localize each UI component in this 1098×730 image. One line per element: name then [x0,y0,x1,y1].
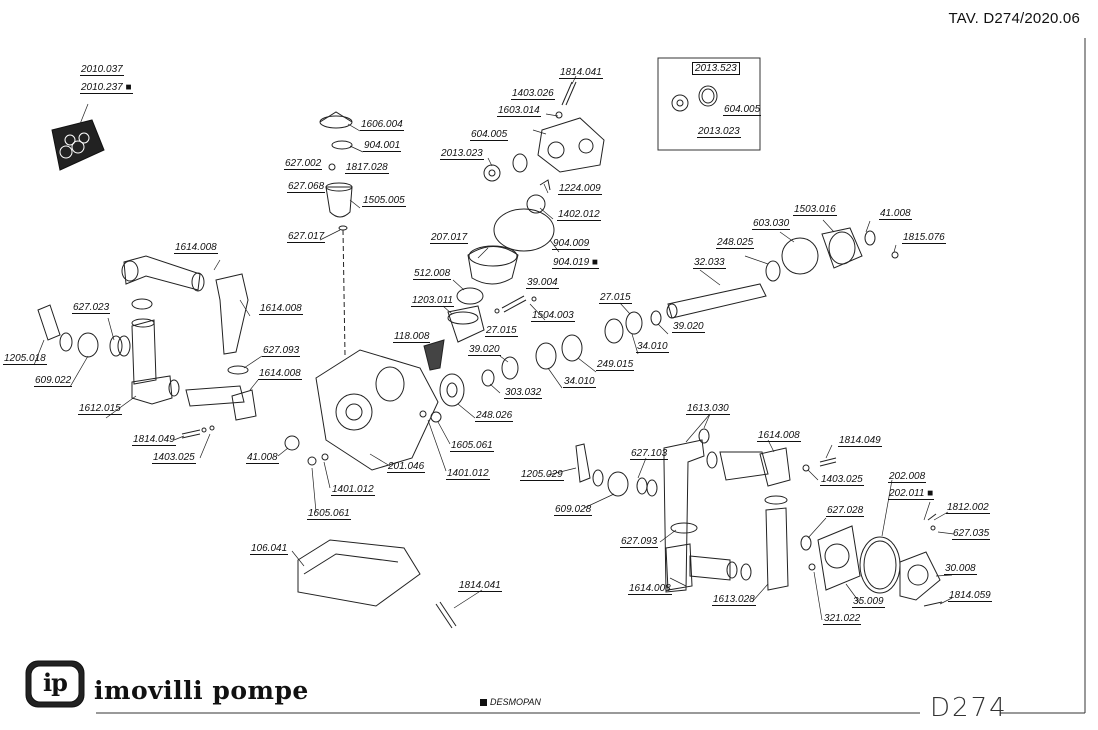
part-label: 1814.041 [458,580,502,592]
part-label: 627.035 [952,528,991,540]
brand-logo-text: ip [43,668,68,697]
part-label: 1614.008 [259,303,303,315]
part-label: 627.093 [620,536,659,548]
part-label: 627.103 [630,448,669,460]
part-label: 248.025 [716,237,755,249]
part-label: 1614.008 [628,583,672,595]
part-label: 1815.076 [902,232,946,244]
part-label: 609.028 [554,504,593,516]
drawing-number: D274 [930,693,1008,723]
part-label: 604.005 [723,104,762,116]
part-label: 207.017 [430,232,469,244]
part-label: 627.017 [287,231,326,243]
part-label: 904.009 [552,238,591,250]
part-label: 41.008 [879,208,912,220]
part-label: 202.008 [888,471,927,483]
part-label: 1612.015 [78,403,122,415]
part-label: 1605.061 [450,440,494,452]
part-label: 202.011 ■ [888,488,935,500]
part-label: 1814.041 [559,67,603,79]
part-label: 27.015 [599,292,632,304]
part-label: 1205.029 [520,469,564,481]
legend: DESMOPAN [480,697,541,707]
part-label: 41.008 [246,452,279,464]
kit-box-title: 2013.523 [692,62,740,75]
part-label: 27.015 [485,325,518,337]
part-label: 1603.014 [497,105,541,117]
part-label: 1613.030 [686,403,730,415]
part-label: 1224.009 [558,183,602,195]
part-label: 248.026 [475,410,514,422]
part-label: 201.046 [387,461,426,473]
part-label: 1403.025 [152,452,196,464]
part-label: 627.023 [72,302,111,314]
part-label: 904.019 ■ [552,257,599,269]
part-label: 303.032 [504,387,543,399]
part-label: 1605.061 [307,508,351,520]
part-label: 604.005 [470,129,509,141]
part-label: 1817.028 [345,162,389,174]
part-label: 39.020 [468,344,501,356]
part-label: 1205.018 [3,353,47,365]
part-label: 1814.049 [838,435,882,447]
part-label: 32.033 [693,257,726,269]
part-label: 1613.028 [712,594,756,606]
part-label: 1203.011 [411,295,454,307]
part-label: 904.001 [363,140,402,152]
part-label: 627.002 [284,158,323,170]
part-label: 1606.004 [360,119,404,131]
part-label: 1402.012 [557,209,601,221]
part-label: 2013.023 [440,148,484,160]
part-label: 627.093 [262,345,301,357]
part-label: 627.068 [287,181,326,193]
part-label: 1812.002 [946,502,990,514]
part-label: 35.009 [852,596,885,608]
part-label: 1503.016 [793,204,837,216]
part-label: 2013.023 [697,126,741,138]
part-label: 1401.012 [446,468,490,480]
legend-text: DESMOPAN [490,697,541,707]
brand-name: imovilli pompe [94,676,309,705]
part-label: 1614.008 [757,430,801,442]
legend-square-icon [480,699,487,706]
part-label: 609.022 [34,375,73,387]
part-label: 321.022 [823,613,862,625]
part-label: 1401.012 [331,484,375,496]
part-label: 106.041 [250,543,289,555]
part-label: 1505.005 [362,195,406,207]
part-label: 39.004 [526,277,559,289]
part-label: 118.008 [393,331,431,343]
part-label: 34.010 [563,376,596,388]
part-label: 603.030 [752,218,791,230]
part-label: 1504.003 [531,310,575,322]
part-label: 39.020 [672,321,705,333]
part-label: 1614.008 [258,368,302,380]
part-label: 1403.026 [511,88,555,100]
part-label: 249.015 [596,359,635,371]
part-label: 2010.237 ■ [80,82,133,94]
part-label: 1403.025 [820,474,864,486]
drawing-title: TAV. D274/2020.06 [948,10,1080,27]
part-label: 2010.037 [80,64,124,76]
part-label: 30.008 [944,563,977,575]
part-label: 1814.059 [948,590,992,602]
part-label: 1814.049 [132,434,176,446]
part-label: 627.028 [826,505,865,517]
part-label: 34.010 [636,341,669,353]
part-label: 1614.008 [174,242,218,254]
part-label: 512.008 [413,268,452,280]
